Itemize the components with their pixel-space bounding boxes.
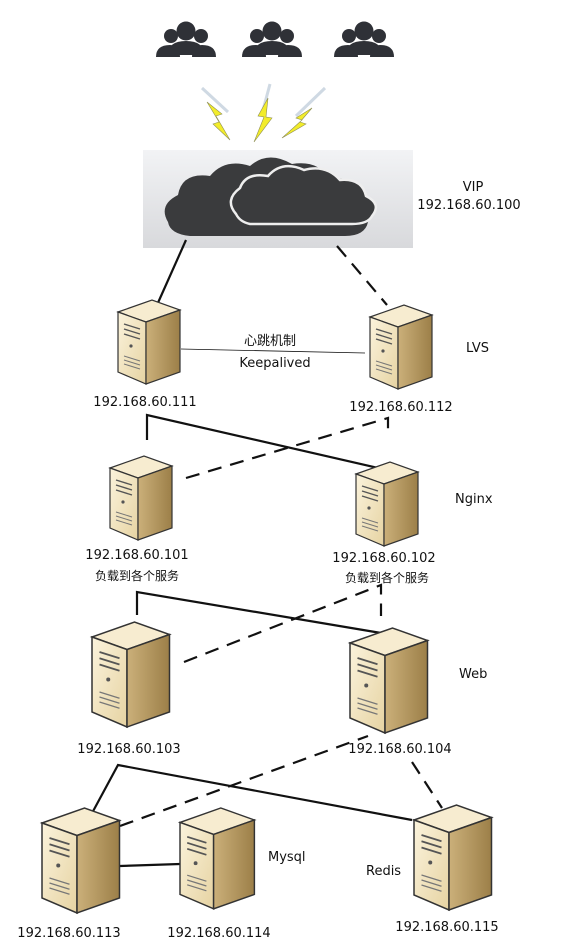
cloud-icon — [143, 150, 413, 248]
link-vip-111 — [155, 239, 188, 306]
ip-102: 192.168.60.102 — [332, 551, 436, 566]
link-102-web — [183, 583, 383, 664]
ip-114: 192.168.60.114 — [167, 926, 271, 941]
vip-ip: 192.168.60.100 — [417, 198, 521, 213]
tier-label-redis: Redis — [366, 864, 402, 879]
server-111 — [117, 299, 181, 385]
heartbeat-title: 心跳机制 — [243, 334, 297, 349]
users-group-icon — [156, 21, 394, 57]
link-112-nginx — [185, 416, 390, 480]
tier-label-mysql: Mysql — [268, 850, 306, 865]
tier-label-lvs: LVS — [466, 341, 489, 356]
ip-111: 192.168.60.111 — [93, 395, 197, 410]
vip-label: VIP — [462, 180, 484, 195]
server-104 — [349, 627, 429, 734]
nginx-note-101: 负载到各个服务 — [94, 569, 180, 583]
ip-115: 192.168.60.115 — [395, 920, 499, 935]
heartbeat-name: Keepalived — [239, 356, 311, 371]
link-104-115 — [411, 761, 443, 809]
ip-101: 192.168.60.101 — [85, 548, 189, 563]
server-114 — [179, 807, 256, 910]
server-113 — [41, 807, 121, 914]
ip-112: 192.168.60.112 — [349, 400, 453, 415]
tier-label-nginx: Nginx — [455, 492, 493, 507]
heartbeat-line — [180, 348, 366, 354]
link-111-nginx — [145, 413, 389, 475]
ip-103: 192.168.60.103 — [77, 742, 181, 757]
link-104-113 — [119, 734, 369, 828]
server-115 — [413, 804, 493, 911]
server-102 — [355, 461, 419, 547]
ip-104: 192.168.60.104 — [348, 742, 452, 757]
lightning-bolt-icon — [200, 83, 327, 143]
link-113-114 — [119, 862, 181, 868]
server-112 — [369, 304, 433, 390]
ip-113: 192.168.60.113 — [17, 926, 121, 941]
server-103 — [91, 621, 171, 728]
tier-label-web: Web — [459, 667, 488, 682]
link-103-db — [90, 763, 413, 822]
link-vip-112 — [336, 245, 388, 306]
server-101 — [109, 455, 173, 541]
nginx-note-102: 负载到各个服务 — [344, 571, 430, 585]
